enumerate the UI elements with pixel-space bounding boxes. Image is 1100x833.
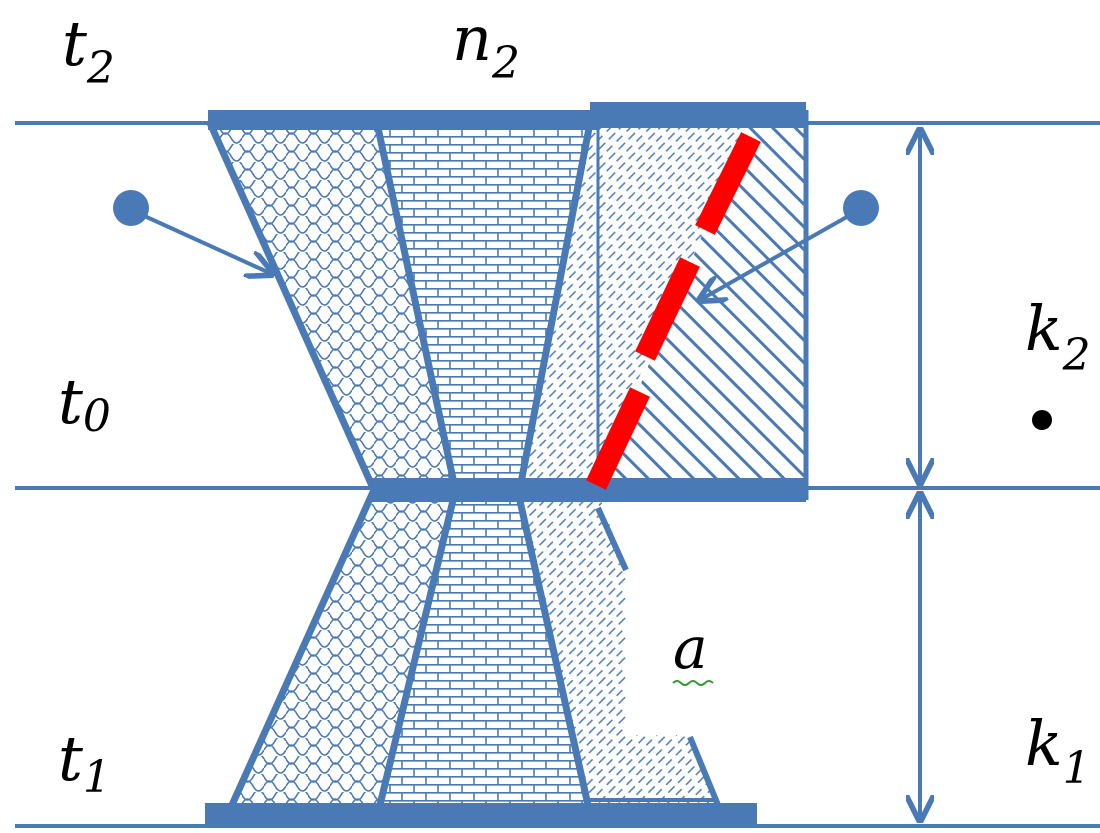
label-a-underline [672, 680, 714, 686]
middle-plate [370, 478, 806, 502]
upper-stripe-region [598, 125, 805, 488]
point-marker [1032, 410, 1052, 430]
lower-fine-region [518, 492, 716, 803]
lower-divider-1 [376, 491, 459, 806]
upper-divider-1 [373, 122, 459, 489]
lower-divider-2 [514, 491, 592, 806]
label-n2: n2 [452, 2, 520, 89]
red-dashed-line [586, 132, 761, 490]
label-t1: t1 [58, 722, 111, 803]
upper-left-edge [206, 121, 377, 490]
left-pointer-dot [113, 190, 149, 226]
lower-left-edge [228, 490, 377, 807]
lower-notch-edge-2 [687, 735, 721, 807]
upper-divider-2 [516, 122, 594, 489]
label-t0: t0 [58, 365, 111, 442]
lower-wave-region [232, 492, 455, 803]
lower-notch-edge-1 [595, 506, 629, 572]
label-a: a [673, 614, 708, 682]
label-k1: k1 [1025, 707, 1091, 794]
bottom-plate [205, 803, 757, 827]
lower-brick-region [380, 492, 588, 803]
left-pointer-arrow [139, 212, 272, 274]
label-t2: t2 [62, 7, 115, 94]
right-pointer-arrow [700, 212, 853, 300]
right-pointer-dot [843, 190, 879, 226]
label-k2: k2 [1025, 292, 1091, 381]
top-plate-left [208, 110, 598, 130]
top-plate-right [590, 102, 806, 128]
